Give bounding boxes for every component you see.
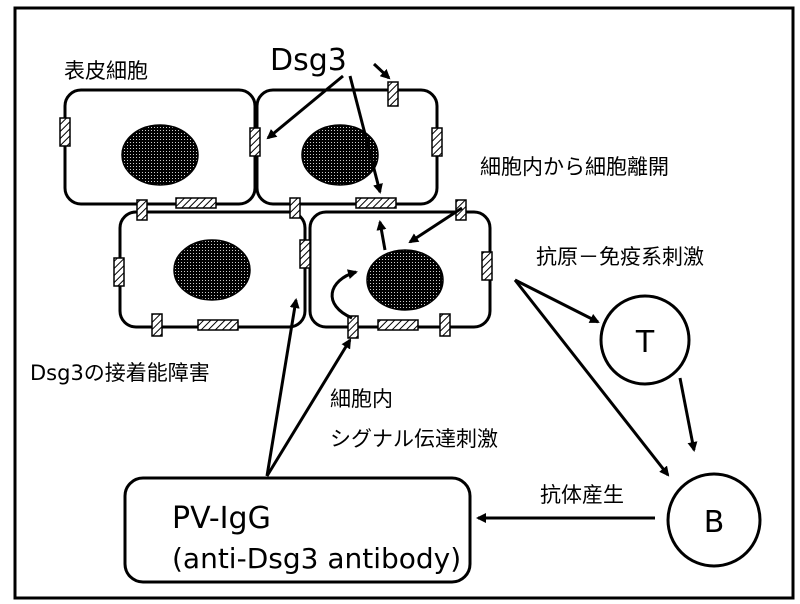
label-dsg3: Dsg3 xyxy=(270,43,347,78)
label-t-cell: T xyxy=(635,325,655,360)
cell-top-left xyxy=(65,90,255,204)
label-intracellular-line2: シグナル伝達刺激 xyxy=(330,427,498,451)
nucleus xyxy=(302,125,378,185)
label-detach-from-inside: 細胞内から細胞離開 xyxy=(480,155,669,179)
cell-top-right xyxy=(257,90,437,204)
label-epidermal-cell: 表皮細胞 xyxy=(64,59,148,83)
label-antibody-production: 抗体産生 xyxy=(540,483,624,507)
nucleus xyxy=(367,250,443,310)
label-pvigg-line1: PV-IgG xyxy=(172,501,271,536)
label-pvigg-line2: (anti-Dsg3 antibody) xyxy=(172,542,461,575)
nucleus xyxy=(174,240,250,300)
label-intracellular-line1: 細胞内 xyxy=(330,387,393,411)
label-dsg3-adhesion-impairment: Dsg3の接着能障害 xyxy=(30,361,210,385)
cell-bottom-left xyxy=(120,212,305,327)
label-antigen-immune: 抗原－免疫系刺激 xyxy=(536,245,704,269)
nucleus xyxy=(122,125,198,185)
label-b-cell: B xyxy=(704,505,725,540)
